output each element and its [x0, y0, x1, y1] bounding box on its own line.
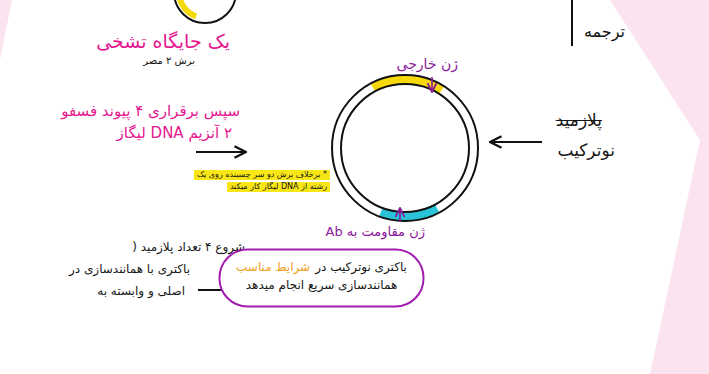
note-text: شروع ۴ تعداد پلازمید (	[132, 240, 245, 254]
note-text: ژن مقاومت به Ab	[326, 224, 425, 240]
divider-line	[571, 0, 573, 46]
plasmid-inner	[341, 84, 469, 212]
note-text: باکتری با همانندسازی در	[69, 262, 190, 276]
foreign-gene-band	[312, 55, 497, 240]
arrow	[196, 151, 246, 153]
note-text: سپس برقراری ۴ پیوند فسفو	[61, 102, 240, 120]
resistance-gene-band	[312, 55, 497, 240]
background-band	[0, 0, 12, 60]
note-text: ۲ آنزیم DNA لیگاز	[117, 124, 232, 142]
text-row: باکتری نوترکیب در شرایط مناسب	[234, 258, 409, 276]
leader-arrow	[431, 77, 433, 92]
arrow	[490, 141, 542, 143]
struck-note: پلازمید	[556, 110, 602, 130]
callout-border	[220, 250, 424, 307]
callout-text: باکتری نوترکیب در	[315, 258, 407, 276]
background-band	[610, 0, 709, 374]
highlight-text: شرایط مناسب	[236, 258, 310, 276]
leader-arrow	[399, 208, 401, 222]
note-text: اصلی و وابسته به	[97, 284, 185, 298]
note-text: * برخلاف برش دو سر چسبنده روی یک	[194, 170, 330, 180]
note-text: رشته از DNA لیگاز کار میکند	[227, 182, 330, 192]
note-text: نوترکیب	[557, 140, 615, 160]
note-text: یک جایگاه تشخی	[96, 30, 230, 53]
note-text: ژن خارجی	[397, 56, 459, 73]
gene-band	[172, 0, 239, 25]
callout-body: باکتری نوترکیب در شرایط مناسبهمانندسازی س…	[218, 248, 425, 304]
rounded-callout: باکتری نوترکیب در شرایط مناسبهمانندسازی س…	[218, 248, 425, 308]
note-text: برش ۲ مصر	[143, 55, 195, 67]
callout-text: همانندسازی سریع انجام میدهد	[234, 276, 409, 294]
note-text: ترجمه	[584, 22, 625, 41]
plasmid-outer	[332, 75, 478, 221]
